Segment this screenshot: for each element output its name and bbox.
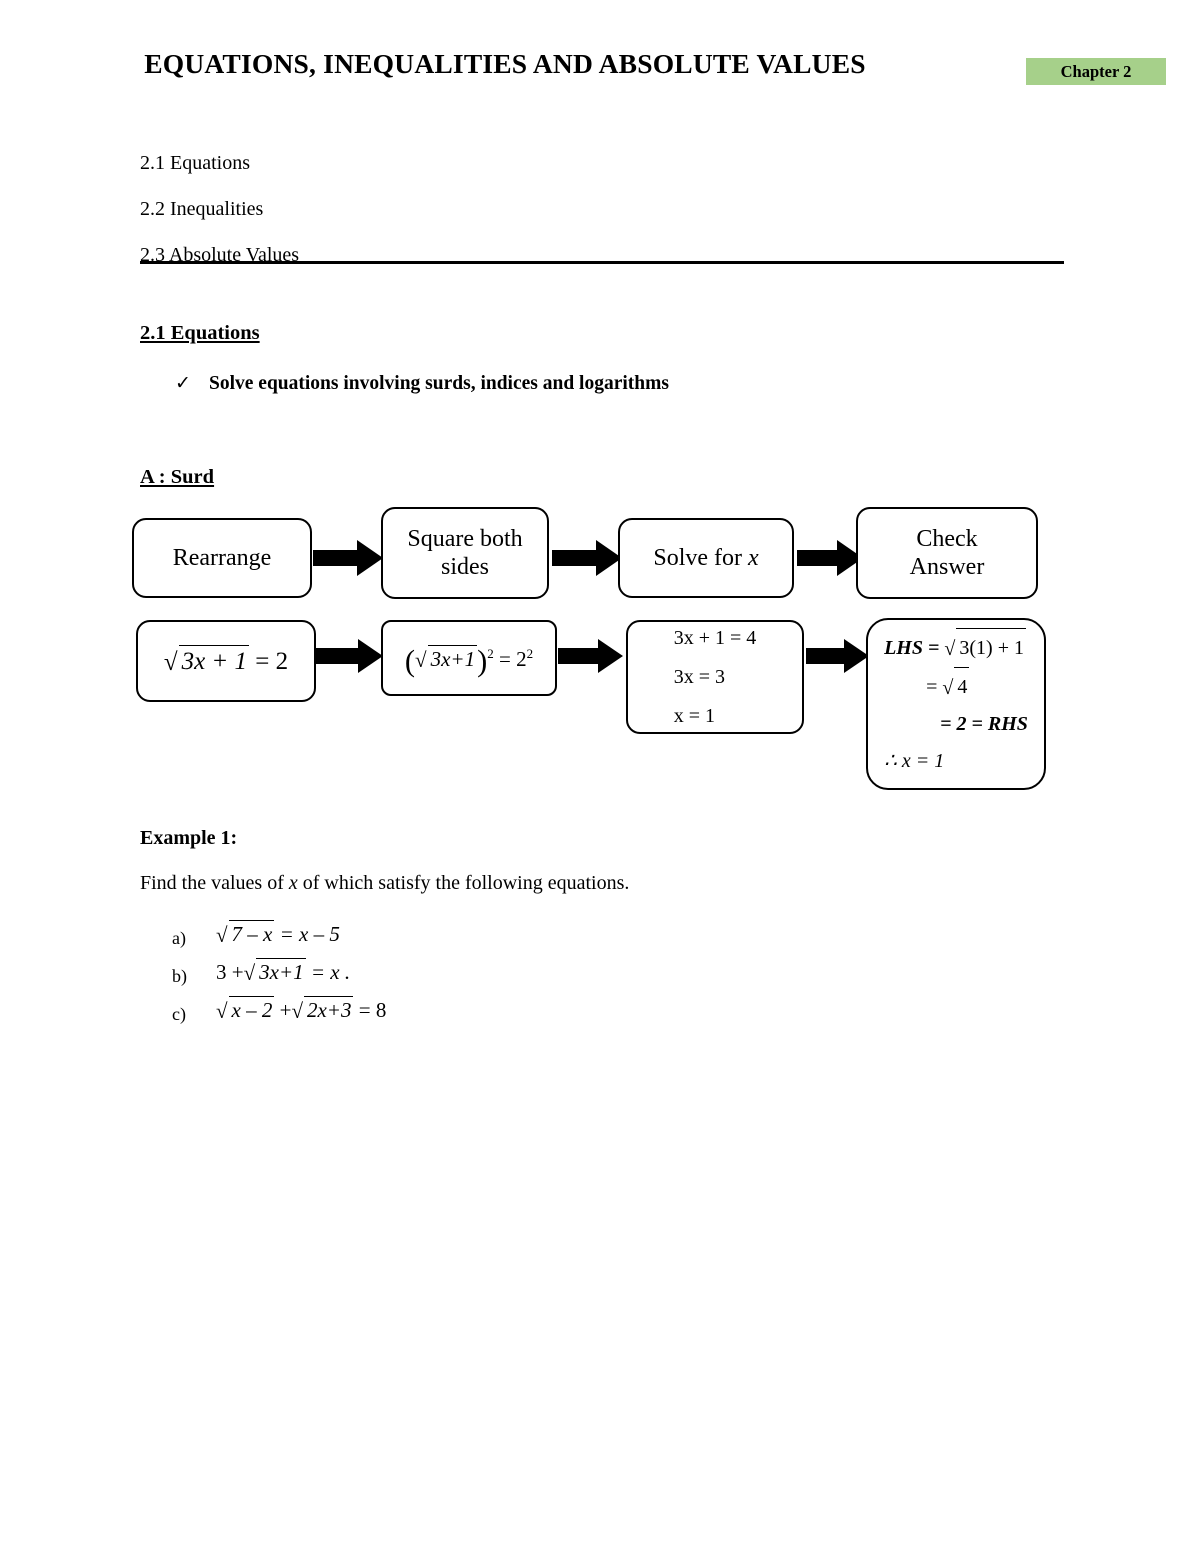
flow-step-check-label: Check Answer — [909, 525, 985, 580]
worked-step-3-line-3: x = 1 — [673, 704, 715, 727]
worked-step-3-lines: 3x + 1 = 4 3x = 3 x = 1 — [674, 619, 757, 736]
example-question-list: a) √7 – x = x – 5 b) 3 +√3x+1 = x . c) √… — [172, 920, 872, 1034]
chapter-badge: Chapter 2 — [1026, 58, 1166, 85]
learning-objective: ✓ Solve equations involving surds, indice… — [175, 372, 995, 395]
toc-item-2: 2.2 Inequalities — [140, 198, 264, 220]
worked-step-2-math: (√3x+1)2 = 22 — [404, 643, 534, 678]
flow-step-rearrange-label: Rearrange — [172, 544, 272, 571]
worked-step-4-line-3: = 2 = RHS — [940, 713, 1028, 735]
flow-arrow-2 — [552, 540, 622, 576]
worked-step-1-math: √3x + 1 = 2 — [164, 645, 288, 677]
flow-step-solve: Solve for x — [618, 518, 794, 598]
question-a-math: √7 – x = x – 5 — [216, 920, 340, 947]
worked-step-3-line-1: 3x + 1 = 4 — [673, 626, 757, 649]
question-item-b: b) 3 +√3x+1 = x . — [172, 958, 872, 996]
flow-step-square-label: Square both sides — [407, 525, 523, 580]
worked-step-3-line-2: 3x = 3 — [673, 665, 725, 688]
flow-step-square: Square both sides — [381, 507, 549, 599]
worked-arrow-2 — [558, 639, 624, 673]
question-b-label: b) — [172, 966, 187, 986]
table-of-contents: 2.1 Equations 2.2 Inequalities 2.3 Absol… — [140, 140, 1040, 278]
worked-step-2: (√3x+1)2 = 22 — [381, 620, 557, 696]
document-header: EQUATIONS, INEQUALITIES AND ABSOLUTE VAL… — [0, 48, 1200, 92]
question-c-math: √x – 2 +√2x+3 = 8 — [216, 996, 387, 1023]
worked-step-4-line-1: LHS = √3(1) + 1 — [884, 628, 1028, 667]
toc-item-1: 2.1 Equations — [140, 152, 250, 174]
question-c-label: c) — [172, 1004, 186, 1024]
flow-step-solve-label: Solve for x — [653, 544, 759, 571]
question-b-math: 3 +√3x+1 = x . — [216, 958, 351, 985]
worked-step-4-line-2: = √4 — [884, 667, 1028, 706]
toc-item-3: 2.3 Absolute Values — [140, 244, 300, 266]
worked-step-3: 3x + 1 = 4 3x = 3 x = 1 — [626, 620, 804, 734]
objective-label: Solve equations involving surds, indices… — [209, 373, 669, 394]
subsection-heading: A : Surd — [140, 466, 215, 488]
question-item-a: a) √7 – x = x – 5 — [172, 920, 872, 958]
worked-step-4: LHS = √3(1) + 1 = √4 = 2 = RHS ∴ x = 1 — [866, 618, 1046, 790]
flow-arrow-3 — [797, 540, 863, 576]
worked-step-4-line-4: ∴ x = 1 — [884, 750, 945, 772]
horizontal-divider — [140, 261, 1064, 264]
question-item-c: c) √x – 2 +√2x+3 = 8 — [172, 996, 872, 1034]
worked-step-1: √3x + 1 = 2 — [136, 620, 316, 702]
flow-arrow-1 — [313, 540, 383, 576]
example-instruction: Find the values of x of which satisfy th… — [140, 872, 630, 894]
page-title: EQUATIONS, INEQUALITIES AND ABSOLUTE VAL… — [144, 48, 866, 79]
checkmark-icon: ✓ — [175, 373, 191, 394]
worked-arrow-1 — [316, 639, 384, 673]
flow-step-check: Check Answer — [856, 507, 1038, 599]
question-a-label: a) — [172, 928, 186, 948]
worked-arrow-3 — [806, 639, 870, 673]
worked-step-4-lines: LHS = √3(1) + 1 = √4 = 2 = RHS ∴ x = 1 — [884, 628, 1028, 780]
flow-step-rearrange: Rearrange — [132, 518, 312, 598]
example-heading: Example 1: — [140, 827, 238, 849]
section-heading: 2.1 Equations — [140, 322, 260, 344]
